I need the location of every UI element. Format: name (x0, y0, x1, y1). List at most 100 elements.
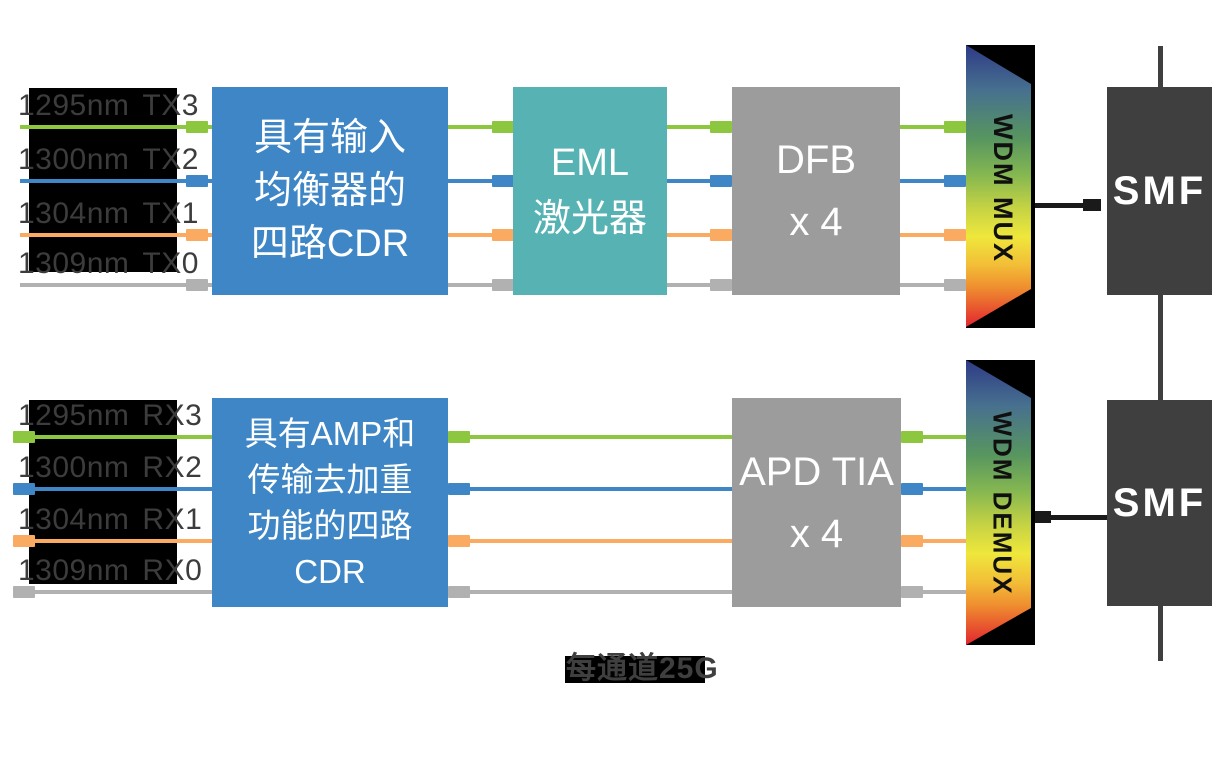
tx-nub-ch0-eml (492, 279, 514, 291)
rx-channel-label-1295: 1295nm RX3 (18, 401, 202, 431)
tx-line-ch1-dfb-mux (900, 233, 966, 237)
rx-cdr-block: 具有AMP和 传输去加重 功能的四路 CDR (212, 398, 448, 607)
port-text: TX2 (142, 143, 199, 176)
port-text: RX0 (142, 554, 203, 587)
fiber-vertical-line (1158, 46, 1163, 661)
rx-nub-ch0-cdr (448, 586, 470, 598)
tx-line-ch0-cdr-eml (448, 283, 514, 287)
rx-nub-ch1-out (13, 535, 35, 547)
dfb-block: DFB x 4 (732, 87, 900, 295)
port-text: TX1 (142, 197, 199, 230)
rx-cdr-line4: CDR (294, 552, 366, 590)
caption-per-channel-rate: 每通道25G (566, 652, 719, 685)
rx-nub-ch1-apd (901, 535, 923, 547)
tx-fiber-nub (1083, 199, 1101, 211)
rx-nub-ch2-cdr (448, 483, 470, 495)
rx-smf-block: SMF (1107, 400, 1212, 606)
tx-nub-ch3-eml (492, 121, 514, 133)
rx-fiber-line (1040, 515, 1107, 520)
tx-line-ch2-in (20, 179, 212, 183)
tx-line-ch0-dfb-mux (900, 283, 966, 287)
tx-line-ch3-eml-dfb (667, 125, 732, 129)
wdm-demux-label-wrap: WDM DEMUX (962, 357, 1042, 649)
tx-nub-ch3-dfb (710, 121, 732, 133)
tx-channel-label-1300: 1300nm TX2 (18, 145, 199, 175)
tx-cdr-line3: 四路CDR (250, 222, 410, 265)
rx-label-backing-band (29, 400, 177, 584)
tx-nub-ch3-mux (944, 121, 966, 133)
wavelength-text: 1300nm (18, 143, 130, 176)
wdm-demux-label: WDM DEMUX (987, 410, 1018, 596)
rx-nub-ch3-out (13, 431, 35, 443)
rx-fiber-nub (1033, 511, 1051, 523)
wdm-mux-prism (966, 45, 1035, 328)
dfb-line2: x 4 (789, 200, 843, 244)
wdm-mux-label: WDM MUX (987, 113, 1018, 263)
rx-line-ch2-demux-apd (901, 487, 966, 491)
rx-line-ch1-apd-cdr (448, 539, 732, 543)
rx-channel-label-1309: 1309nm RX0 (18, 556, 202, 586)
eml-line1: EML (550, 142, 630, 184)
mux-gradient-shape (966, 45, 1031, 327)
rx-cdr-line1: 具有AMP和 (244, 414, 416, 452)
rx-nub-ch3-apd (901, 431, 923, 443)
tx-nub-ch3-in (186, 121, 208, 133)
tx-line-ch2-dfb-mux (900, 179, 966, 183)
caption-backing-band (565, 656, 705, 683)
tx-channel-label-1304: 1304nm TX1 (18, 199, 199, 229)
rx-line-ch3-out (14, 435, 212, 439)
rx-line-ch1-demux-apd (901, 539, 966, 543)
port-text: RX2 (142, 451, 203, 484)
tx-nub-ch1-dfb (710, 229, 732, 241)
tx-smf-block: SMF (1107, 87, 1212, 295)
rx-nub-ch0-out (13, 586, 35, 598)
wavelength-text: 1309nm (18, 247, 130, 280)
wavelength-text: 1295nm (18, 89, 130, 122)
tx-smf-label: SMF (1112, 168, 1207, 213)
rx-line-ch1-out (14, 539, 212, 543)
tx-nub-ch2-dfb (710, 175, 732, 187)
tx-line-ch0-in (20, 283, 212, 287)
rx-line-ch0-demux-apd (901, 590, 966, 594)
rx-nub-ch2-out (13, 483, 35, 495)
rx-nub-ch1-cdr (448, 535, 470, 547)
tx-cdr-line1: 具有输入 (253, 116, 406, 159)
tx-nub-ch2-mux (944, 175, 966, 187)
apd-line1: APD TIA (739, 449, 894, 494)
tx-line-ch0-eml-dfb (667, 283, 732, 287)
tx-line-ch1-in (20, 233, 212, 237)
demux-gradient-shape (966, 360, 1031, 645)
tx-nub-ch1-mux (944, 229, 966, 241)
wavelength-text: 1309nm (18, 554, 130, 587)
tx-nub-ch2-eml (492, 175, 514, 187)
rx-line-ch3-demux-apd (901, 435, 966, 439)
wavelength-text: 1295nm (18, 399, 130, 432)
tx-cdr-block: 具有输入 均衡器的 四路CDR (212, 87, 448, 295)
rx-cdr-line2: 传输去加重 (247, 460, 413, 498)
tx-nub-ch1-in (186, 229, 208, 241)
wdm-mux-label-wrap: WDM MUX (962, 42, 1042, 334)
apd-tia-block: APD TIA x 4 (732, 398, 901, 607)
tx-nub-ch1-eml (492, 229, 514, 241)
tx-line-ch2-eml-dfb (667, 179, 732, 183)
rx-nub-ch0-apd (901, 586, 923, 598)
wavelength-text: 1304nm (18, 197, 130, 230)
apd-line2: x 4 (789, 511, 844, 556)
port-text: RX1 (142, 503, 203, 536)
rx-line-ch0-out (14, 590, 212, 594)
rx-smf-label: SMF (1112, 480, 1207, 525)
wavelength-text: 1300nm (18, 451, 130, 484)
tx-line-ch1-cdr-eml (448, 233, 514, 237)
tx-nub-ch2-in (186, 175, 208, 187)
rx-nub-ch2-apd (901, 483, 923, 495)
tx-nub-ch0-in (186, 279, 208, 291)
rx-channel-label-1300: 1300nm RX2 (18, 453, 202, 483)
port-text: RX3 (142, 399, 203, 432)
tx-fiber-line (1031, 203, 1091, 208)
tx-nub-ch0-mux (944, 279, 966, 291)
rx-line-ch0-apd-cdr (448, 590, 732, 594)
